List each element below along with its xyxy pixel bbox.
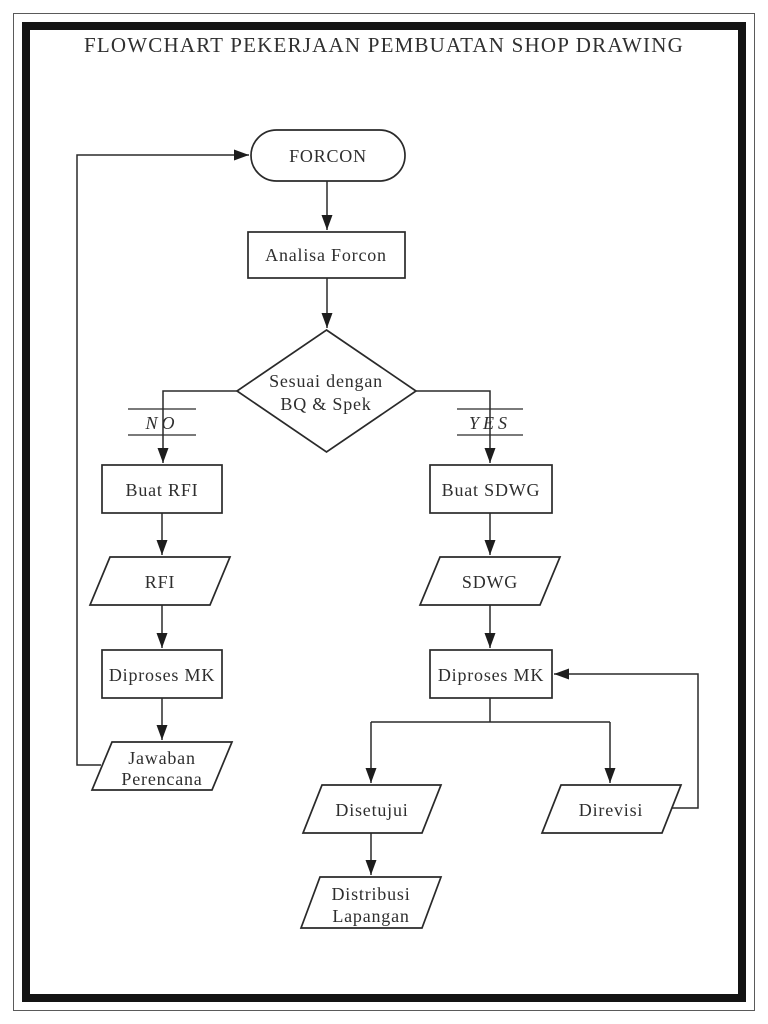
- direvisi-label: Direvisi: [579, 800, 643, 820]
- jawaban-perencana-label-line1: Jawaban: [128, 748, 196, 768]
- forcon-terminator-shape: [250, 129, 406, 182]
- sdwg-io-shape: [418, 556, 562, 606]
- node-distribusi-lapangan: Distribusi Lapangan: [299, 876, 443, 929]
- distribusi-lapangan-io-shape: [299, 876, 443, 929]
- no-branch-label: NO: [144, 413, 178, 433]
- node-disetujui: Disetujui: [301, 784, 443, 834]
- diproses-mk-kanan-label: Diproses MK: [438, 665, 544, 685]
- buat-rfi-process-shape: [101, 464, 223, 514]
- rfi-label: RFI: [145, 572, 175, 592]
- decision-label-line2: BQ & Spek: [280, 394, 371, 414]
- buat-rfi-label: Buat RFI: [126, 480, 199, 500]
- decision-diamond-shape: [235, 328, 418, 454]
- analisa-forcon-label: Analisa Forcon: [265, 245, 387, 265]
- jawaban-perencana-io-shape: [90, 741, 234, 791]
- page-title: FLOWCHART PEKERJAAN PEMBUATAN SHOP DRAWI…: [84, 33, 684, 57]
- edge-decision-to-buat-rfi: [157, 390, 237, 463]
- rfi-io-shape: [88, 556, 232, 606]
- decision-label-line1: Sesuai dengan: [269, 371, 383, 391]
- diproses-mk-kiri-label: Diproses MK: [109, 665, 215, 685]
- edge-jawaban-perencana-to-forcon: [76, 149, 249, 766]
- edge-direvisi-to-diproses-mk-kanan: [554, 668, 699, 809]
- outer-page-border: [13, 13, 755, 1011]
- yes-branch-label: YES: [469, 413, 511, 433]
- node-jawaban-perencana: Jawaban Perencana: [90, 741, 234, 791]
- node-decision-sesuai-dengan-bq-spek: Sesuai dengan BQ & Spek: [235, 328, 418, 454]
- direvisi-io-shape: [540, 784, 683, 834]
- distribusi-lapangan-label-line2: Lapangan: [332, 906, 409, 926]
- distribusi-lapangan-label-line1: Distribusi: [331, 884, 410, 904]
- node-diproses-mk-kiri: Diproses MK: [101, 649, 223, 699]
- node-sdwg: SDWG: [418, 556, 562, 606]
- node-rfi: RFI: [88, 556, 232, 606]
- node-analisa-forcon: Analisa Forcon: [247, 231, 406, 279]
- buat-sdwg-process-shape: [429, 464, 553, 514]
- node-forcon: FORCON: [250, 129, 406, 182]
- disetujui-label: Disetujui: [335, 800, 408, 820]
- node-diproses-mk-kanan: Diproses MK: [429, 649, 553, 699]
- buat-sdwg-label: Buat SDWG: [442, 480, 541, 500]
- sdwg-label: SDWG: [462, 572, 518, 592]
- diproses-mk-kiri-process-shape: [101, 649, 223, 699]
- node-buat-sdwg: Buat SDWG: [429, 464, 553, 514]
- jawaban-perencana-label-line2: Perencana: [121, 769, 202, 789]
- inner-page-border: [22, 22, 746, 1002]
- node-direvisi: Direvisi: [540, 784, 683, 834]
- edge-decision-to-buat-sdwg: [416, 390, 496, 463]
- forcon-label: FORCON: [289, 146, 367, 166]
- disetujui-io-shape: [301, 784, 443, 834]
- node-buat-rfi: Buat RFI: [101, 464, 223, 514]
- diproses-mk-kanan-process-shape: [429, 649, 553, 699]
- analisa-forcon-process-shape: [247, 231, 406, 279]
